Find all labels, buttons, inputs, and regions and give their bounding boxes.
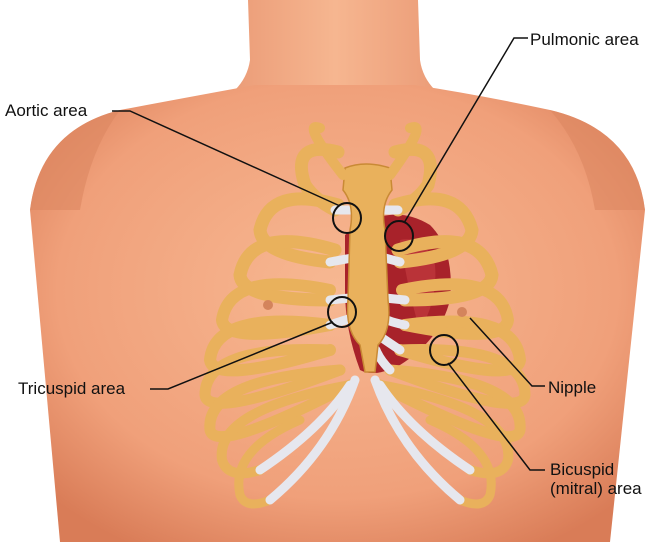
tricuspid-area-label: Tricuspid area <box>18 379 125 398</box>
nipple-right <box>457 307 467 317</box>
bicuspid-area-label: Bicuspid (mitral) area <box>550 460 642 498</box>
nipple-left <box>263 300 273 310</box>
bicuspid-label-line2: (mitral) area <box>550 479 642 498</box>
pulmonic-area-label: Pulmonic area <box>530 30 639 49</box>
bicuspid-label-line1: Bicuspid <box>550 460 642 479</box>
aortic-area-label: Aortic area <box>5 101 87 120</box>
nipple-label: Nipple <box>548 378 596 397</box>
